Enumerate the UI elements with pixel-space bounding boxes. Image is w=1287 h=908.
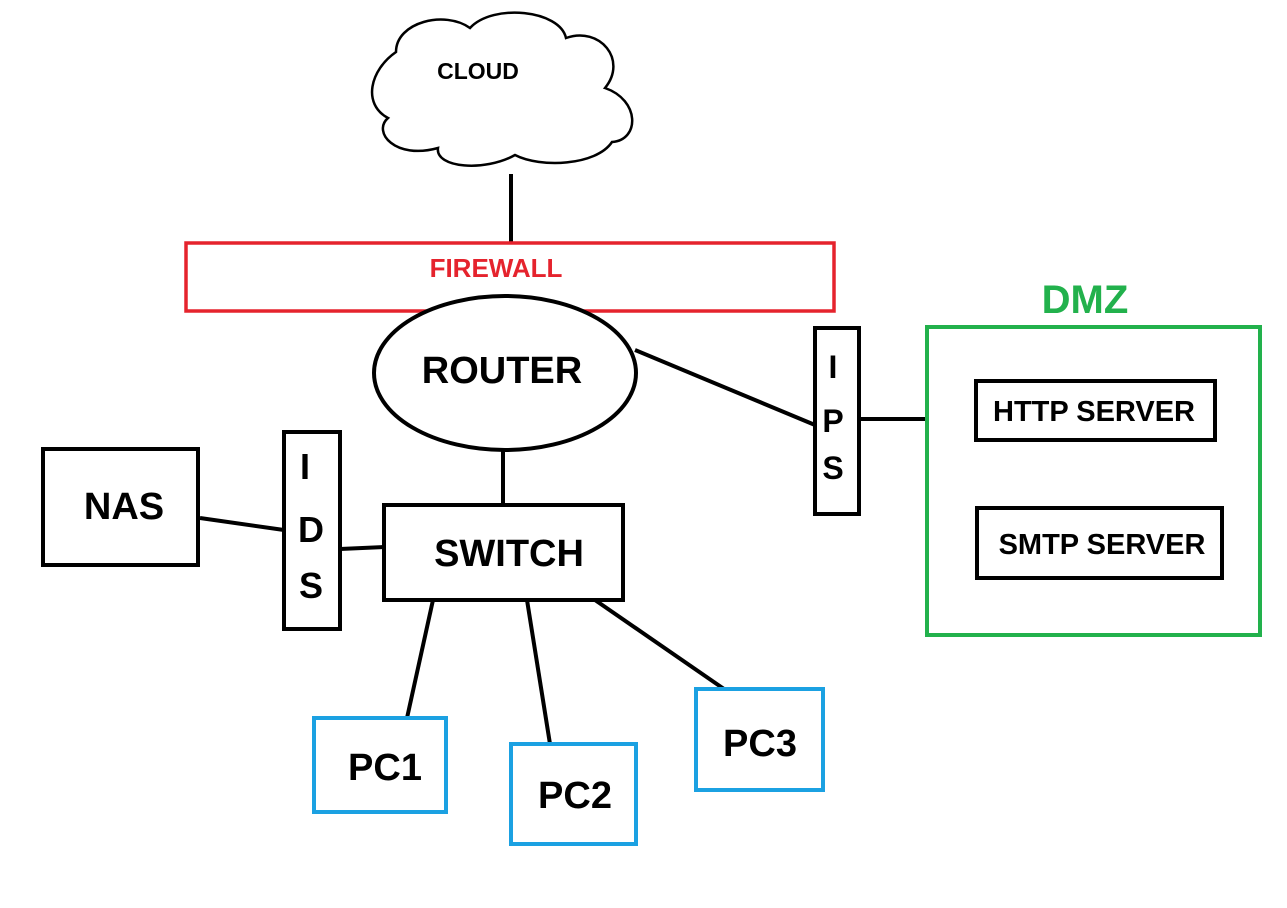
ids-letter-s: S (299, 565, 323, 606)
ips-letter-s: S (822, 450, 843, 486)
link-switch-pc2 (525, 599, 552, 745)
firewall-label: FIREWALL (430, 253, 563, 283)
pc2-node: PC2 (509, 742, 638, 846)
link-router-ips (634, 348, 816, 427)
ips-box (813, 326, 861, 516)
pc2-box (509, 742, 638, 846)
http-server-label: HTTP SERVER (993, 396, 1195, 428)
ids-node: I D S (282, 430, 342, 631)
router-label: ROUTER (422, 350, 582, 392)
link-switch-pc3 (593, 598, 726, 691)
cloud-shape (370, 11, 634, 167)
ids-letter-i: I (300, 446, 310, 487)
pc3-label: PC3 (723, 723, 797, 765)
http-server-box (974, 379, 1217, 442)
ips-letter-p: P (822, 403, 843, 439)
link-ids-switch (339, 545, 385, 551)
pc1-box (312, 716, 448, 814)
smtp-server-box (975, 506, 1224, 580)
firewall-node: FIREWALL (184, 241, 836, 313)
pc3-box (694, 687, 825, 792)
cloud-label: CLOUD (437, 58, 519, 84)
link-switch-pc1 (405, 599, 435, 719)
pc1-node: PC1 (312, 716, 448, 814)
switch-node: SWITCH (382, 503, 625, 602)
cloud-node: CLOUD (370, 11, 634, 167)
ids-box (282, 430, 342, 631)
nas-node: NAS (41, 447, 200, 567)
ips-node: I P S (813, 326, 861, 516)
router-ellipse (372, 294, 638, 452)
smtp-server-label: SMTP SERVER (999, 529, 1206, 561)
ids-letter-d: D (298, 509, 324, 550)
connection-lines (199, 174, 927, 745)
ips-letter-i: I (829, 349, 838, 385)
dmz-title: DMZ (1042, 278, 1129, 322)
nas-box (41, 447, 200, 567)
link-nas-ids (199, 516, 285, 532)
dmz-zone: DMZ HTTP SERVER SMTP SERVER (925, 278, 1262, 637)
nas-label: NAS (84, 486, 164, 528)
pc1-label: PC1 (348, 747, 422, 789)
pc2-label: PC2 (538, 775, 612, 817)
pc3-node: PC3 (694, 687, 825, 792)
switch-box (382, 503, 625, 602)
dmz-box (925, 325, 1262, 637)
router-node: ROUTER (372, 294, 638, 452)
switch-label: SWITCH (434, 533, 584, 575)
